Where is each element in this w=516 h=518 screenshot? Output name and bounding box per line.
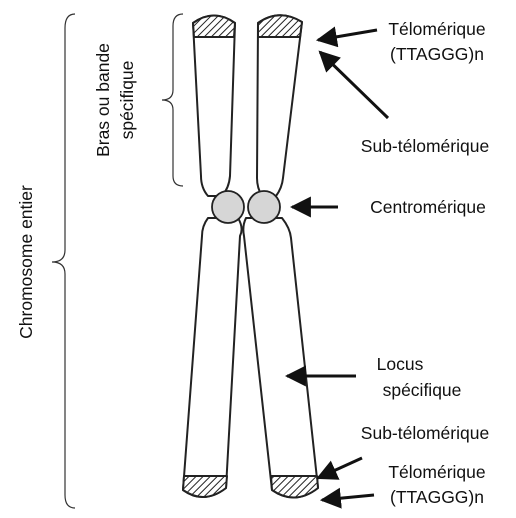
lower-right-arm: [243, 218, 318, 498]
centromeric-label: Centromérique: [370, 197, 486, 217]
arrow-subtelomeric-top: [320, 52, 388, 118]
whole-chromosome-brace: [52, 14, 75, 508]
arm-label-line1: Bras ou bande: [93, 43, 113, 157]
telomere-top-left: [193, 16, 235, 38]
arrow-telomeric-top: [318, 30, 377, 40]
telomere-bottom-left: [183, 476, 227, 497]
arrow-subtelomeric-bottom: [318, 458, 362, 478]
centromere-left: [212, 191, 244, 223]
locus-line2: spécifique: [383, 380, 462, 400]
whole-chromosome-label: Chromosome entier: [16, 185, 36, 339]
centromere-right: [248, 191, 280, 223]
upper-right-arm: [257, 15, 302, 196]
upper-left-arm: [193, 16, 235, 197]
telomeric-top-line2: (TTAGGG)n: [390, 44, 484, 64]
arrow-telomeric-bottom: [322, 495, 374, 500]
telomeric-bottom-line1: Télomérique: [388, 462, 485, 482]
telomere-bottom-right: [271, 476, 318, 498]
subtelomeric-top-label: Sub-télomérique: [361, 136, 489, 156]
subtelomeric-bottom-label: Sub-télomérique: [361, 423, 489, 443]
telomeric-bottom-line2: (TTAGGG)n: [390, 487, 484, 507]
arm-label-line2: spécifique: [117, 61, 137, 140]
telomeric-top-line1: Télomérique: [388, 19, 485, 39]
arm-brace: [162, 14, 183, 186]
telomere-top-right: [258, 15, 302, 37]
locus-line1: Locus: [377, 354, 424, 374]
lower-left-arm: [183, 218, 242, 497]
